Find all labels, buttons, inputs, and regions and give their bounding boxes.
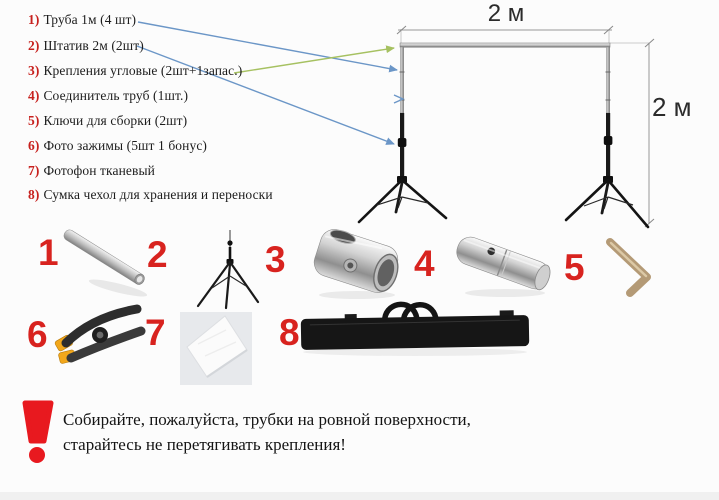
height-dimension-label: 2 м — [652, 92, 692, 122]
arrow-tube-to-crossbar — [137, 21, 398, 73]
arrow-tick-on-pole — [393, 94, 405, 104]
item-number: 3) — [28, 63, 40, 78]
product-number-1: 1 — [38, 232, 59, 273]
parts-list-item-7: 7)Фотофон тканевый — [28, 163, 155, 179]
product-number-8: 8 — [279, 312, 300, 353]
width-dimension-line — [396, 25, 614, 35]
product-photo-clamp — [54, 304, 146, 364]
parts-list-item-6: 6)Фото зажимы (5шт 1 бонус) — [28, 138, 207, 154]
warning-exclamation-icon — [22, 400, 54, 463]
product-photo-hex-key — [606, 238, 651, 297]
item-number: 1) — [28, 12, 40, 27]
item-label: Фото зажимы (5шт 1 бонус) — [43, 138, 208, 153]
product-photo-corner-connector — [313, 229, 399, 299]
product-number-4: 4 — [414, 243, 435, 284]
product-number-5: 5 — [564, 247, 585, 288]
arrow-tripod-to-stand — [136, 45, 395, 145]
parts-list-item-5: 5)Ключи для сборки (2шт) — [28, 113, 187, 129]
parts-list-item-3: 3)Крепления угловые (2шт+1запас.) — [28, 63, 242, 79]
product-number-3: 3 — [265, 239, 286, 280]
product-number-6: 6 — [27, 314, 48, 355]
item-number: 7) — [28, 163, 40, 178]
arrow-corner-to-joint — [233, 45, 395, 74]
warning-text-line-1: Собирайте, пожалуйста, трубки на ровной … — [63, 410, 471, 429]
bottom-gray-band — [0, 492, 719, 500]
item-number: 2) — [28, 38, 40, 53]
parts-list-item-4: 4)Соединитель труб (1шт.) — [28, 88, 188, 104]
item-number: 6) — [28, 138, 40, 153]
callout-arrows — [136, 21, 405, 145]
item-label: Крепления угловые (2шт+1запас.) — [43, 63, 243, 78]
parts-list-item-1: 1)Труба 1м (4 шт) — [28, 12, 136, 28]
product-photo-coupler — [456, 236, 551, 297]
left-tripod — [357, 46, 448, 224]
item-label: Сумка чехол для хранения и переноски — [43, 187, 273, 202]
product-photo-tripod — [196, 230, 260, 310]
crossbar — [399, 42, 611, 48]
product-photo-tube — [63, 229, 148, 297]
item-number: 4) — [28, 88, 40, 103]
item-label: Соединитель труб (1шт.) — [43, 88, 189, 103]
width-dimension-label: 2 м — [487, 0, 525, 27]
right-tripod — [564, 46, 650, 229]
parts-list-item-8: 8)Сумка чехол для хранения и переноски — [28, 187, 273, 203]
product-photo-backdrop — [180, 312, 252, 385]
item-label: Ключи для сборки (2шт) — [43, 113, 188, 128]
item-label: Труба 1м (4 шт) — [43, 12, 137, 27]
product-number-2: 2 — [147, 234, 168, 275]
item-label: Фотофон тканевый — [43, 163, 155, 178]
height-dimension-line — [610, 38, 655, 228]
stand-diagram — [357, 25, 655, 229]
product-number-7: 7 — [145, 312, 166, 353]
product-photo-bag — [300, 301, 530, 356]
item-label: Штатив 2м (2шт) — [43, 38, 144, 53]
item-number: 5) — [28, 113, 40, 128]
parts-list-item-2: 2)Штатив 2м (2шт) — [28, 38, 144, 54]
item-number: 8) — [28, 187, 40, 202]
warning-text-line-2: старайтесь не перетягивать крепления! — [63, 435, 346, 454]
